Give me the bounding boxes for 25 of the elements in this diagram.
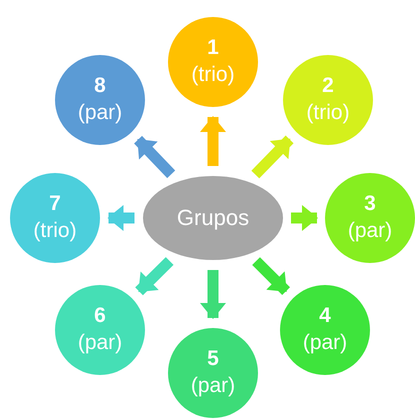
group-type: (par) xyxy=(302,330,348,356)
group-number: 6 xyxy=(94,303,106,329)
group-type: (par) xyxy=(78,100,122,126)
arrow xyxy=(108,205,134,231)
group-number: 4 xyxy=(319,303,331,329)
arrow xyxy=(200,270,226,319)
group-number: 8 xyxy=(94,73,106,99)
arrow xyxy=(200,116,226,166)
group-type: (trio) xyxy=(191,62,235,88)
group-number: 7 xyxy=(49,191,61,217)
group-number: 5 xyxy=(207,346,219,372)
arrow xyxy=(251,136,294,178)
group-number: 1 xyxy=(207,35,219,61)
group-type: (par) xyxy=(348,218,392,244)
group-number: 2 xyxy=(322,73,334,99)
center-label: Grupos xyxy=(176,204,250,232)
arrow xyxy=(134,136,176,178)
group-number: 3 xyxy=(364,191,376,217)
group-type: (trio) xyxy=(33,218,77,244)
group-type: (trio) xyxy=(306,100,350,126)
group-type: (par) xyxy=(190,373,236,399)
arrow xyxy=(291,205,318,231)
group-type: (par) xyxy=(78,330,122,356)
arrow xyxy=(252,257,290,295)
arrow xyxy=(135,257,174,296)
